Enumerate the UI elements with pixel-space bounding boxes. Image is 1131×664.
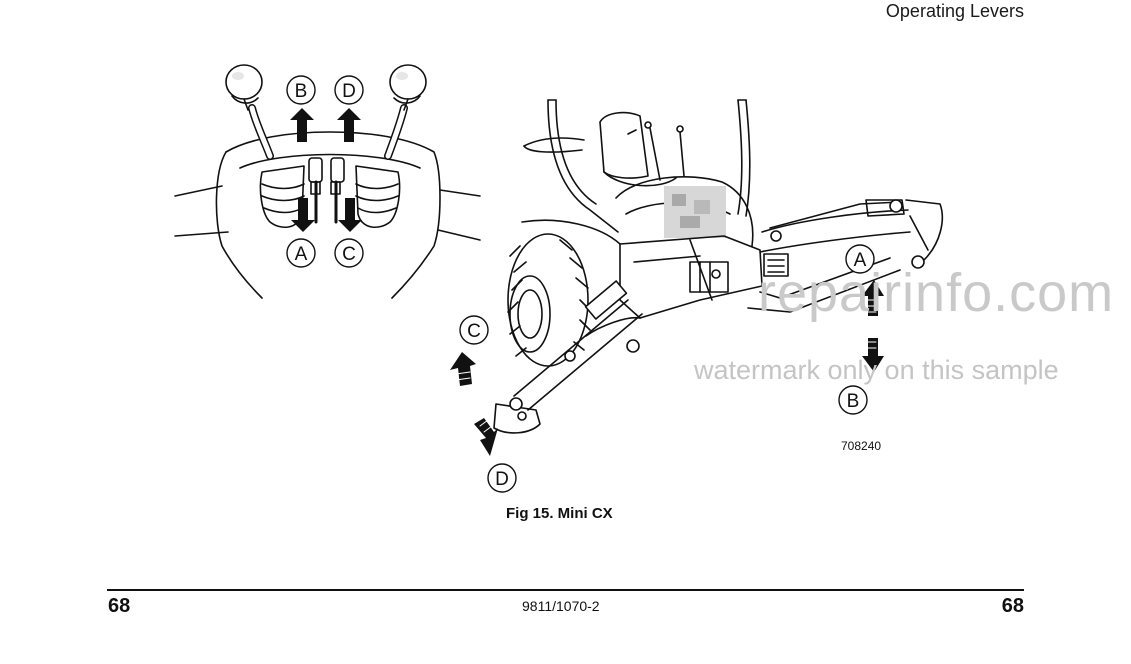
- label-circle-b-machine: [838, 385, 868, 415]
- page-number-right: 68: [1001, 595, 1024, 617]
- label-c-machine: C: [467, 321, 481, 342]
- document-code: 9811/1070-2: [522, 598, 600, 614]
- control-levers-illustration: [174, 64, 481, 299]
- figure-caption: Fig 15. Mini CX: [506, 505, 613, 522]
- label-a-controls: A: [295, 244, 308, 265]
- label-d-machine: D: [495, 469, 509, 490]
- watermark-site: repairinfo.com: [758, 263, 1115, 323]
- footer-divider: [107, 589, 1024, 591]
- page-header-title: Operating Levers: [885, 1, 1024, 21]
- page-number-left: 68: [108, 595, 131, 617]
- label-d-controls: D: [342, 81, 356, 102]
- backhoe-machine-illustration: [450, 99, 944, 456]
- label-c-controls: C: [342, 244, 356, 265]
- label-b-controls: B: [295, 81, 308, 102]
- label-circle-b-controls: [286, 75, 316, 105]
- label-circle-c-controls: [334, 238, 364, 268]
- label-a-machine: A: [854, 250, 867, 271]
- label-circle-a-machine: [845, 244, 875, 274]
- label-circle-d-controls: [334, 75, 364, 105]
- label-circle-a-controls: [286, 238, 316, 268]
- label-circle-d-machine: [487, 463, 517, 493]
- figure-number: 708240: [841, 439, 882, 453]
- label-circle-c-machine: [459, 315, 489, 345]
- label-b-machine: B: [847, 391, 860, 412]
- watermark-notice: watermark only on this sample: [694, 355, 1059, 385]
